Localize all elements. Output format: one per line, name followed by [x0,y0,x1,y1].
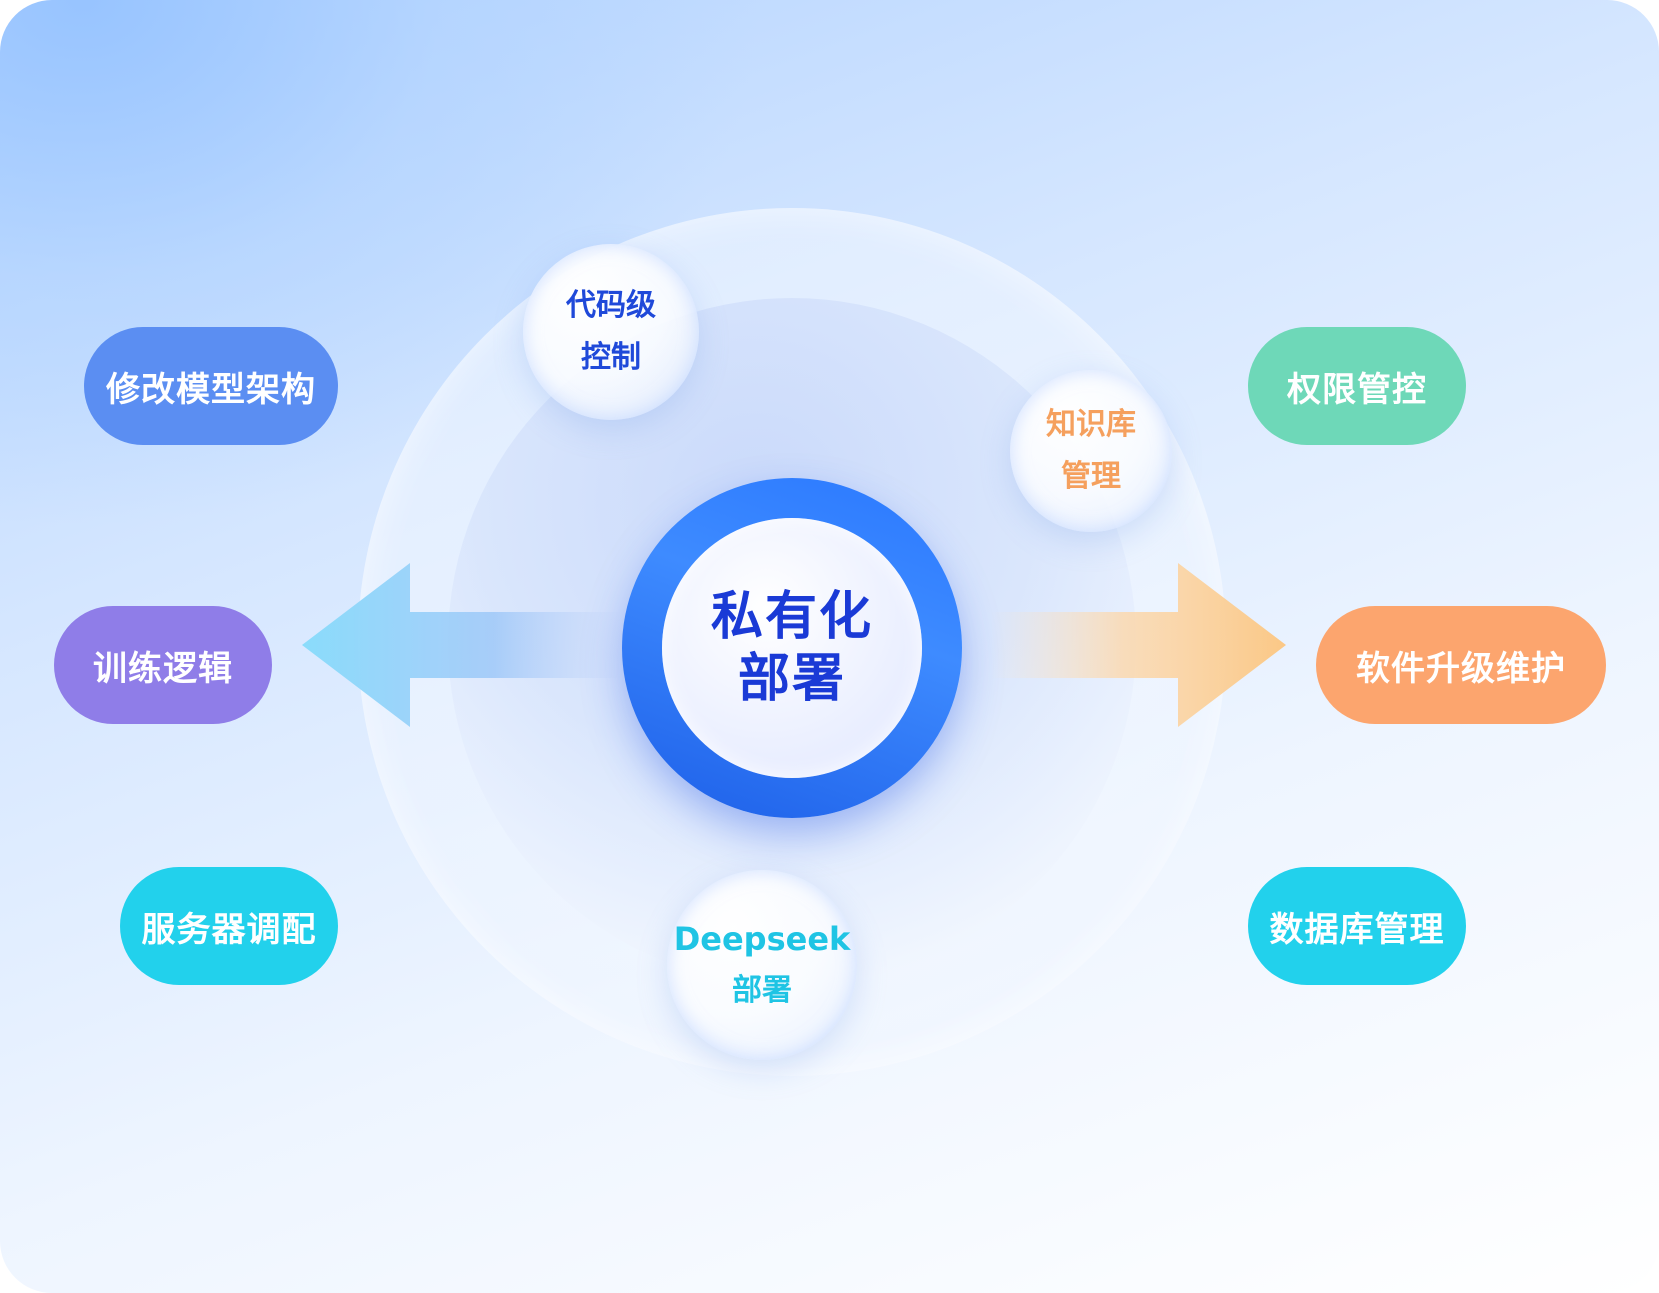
pill-permission: 权限管控 [1248,327,1466,445]
right-arrow-icon [990,563,1286,727]
center-hub: 私有化 部署 [662,518,922,778]
center-title-line1: 私有化 [710,587,873,647]
pill-modify-model: 修改模型架构 [84,327,338,445]
bubble-deepseek-line2: 部署 [732,973,792,1008]
bubble-code-control-line1: 代码级 [566,288,656,323]
left-arrow-icon [302,563,622,727]
bubble-code-control: 代码级 控制 [523,244,699,420]
pill-software-upgrade: 软件升级维护 [1316,606,1606,724]
pill-training-logic: 训练逻辑 [54,606,272,724]
pill-server-config: 服务器调配 [120,867,338,985]
pill-database: 数据库管理 [1248,867,1466,985]
bubble-knowledge-base-line1: 知识库 [1046,407,1136,442]
bubble-deepseek-line1: Deepseek [673,920,851,958]
bubble-code-control-line2: 控制 [581,340,641,375]
center-title-line2: 部署 [737,649,846,709]
bubble-knowledge-base-line2: 管理 [1061,459,1121,494]
bubble-deepseek: Deepseek 部署 [667,870,857,1060]
bubble-knowledge-base: 知识库 管理 [1010,370,1172,532]
